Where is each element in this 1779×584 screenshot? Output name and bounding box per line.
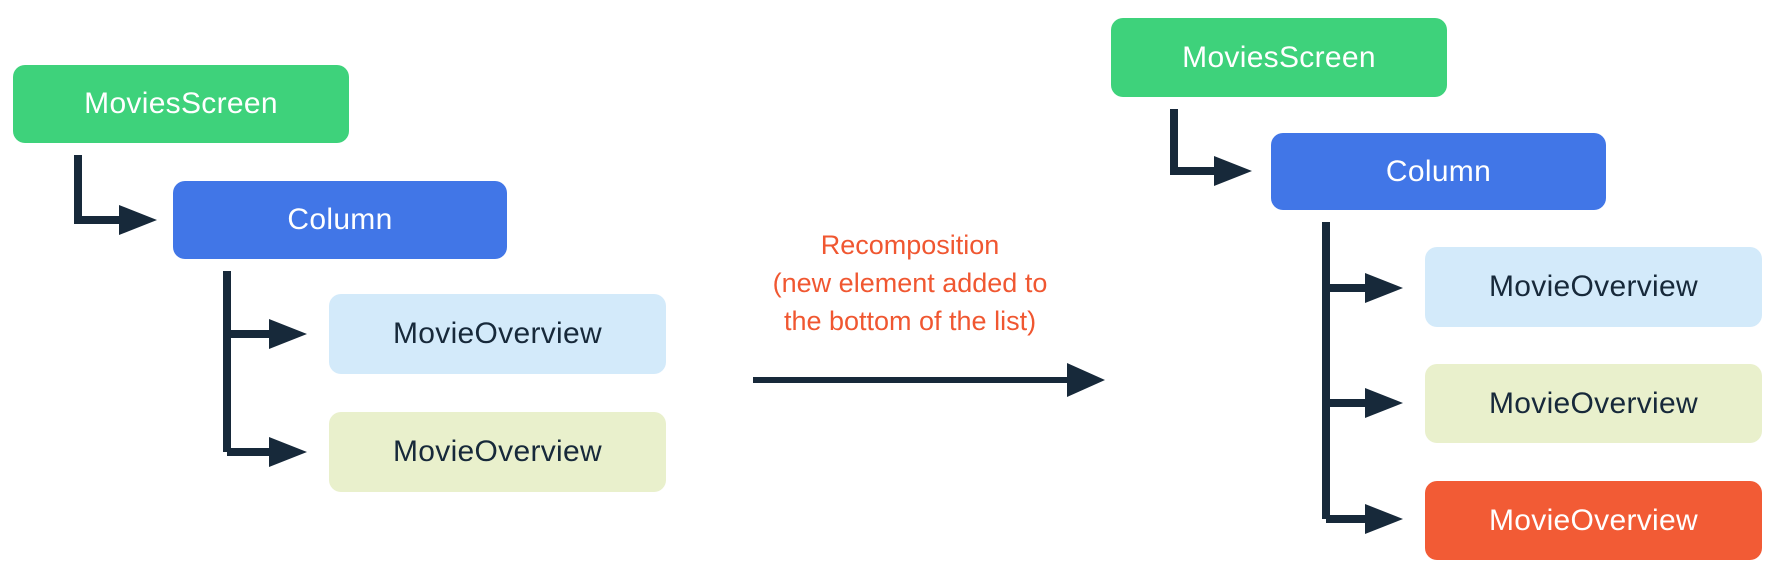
arrowhead-icon [1214,156,1252,186]
node-label: MovieOverview [1489,386,1698,420]
recomposition-arrow [753,363,1105,397]
left-root-to-column-connector [74,155,157,235]
left-column-to-children-connector [223,271,307,467]
right-tree-root-node: MoviesScreen [1111,18,1447,97]
node-label: MovieOverview [393,435,602,468]
right-root-to-column-connector [1170,109,1252,186]
right-column-to-children-connector [1322,222,1403,534]
annotation-line-3: the bottom of the list) [783,306,1037,336]
left-tree-child-node-2: MovieOverview [329,412,666,492]
arrowhead-icon [269,437,307,467]
right-tree-column-node: Column [1271,133,1606,210]
arrowhead-icon [1365,504,1403,534]
right-tree-child-node-3-new: MovieOverview [1425,481,1762,560]
arrowhead-icon [269,319,307,349]
node-label: MovieOverview [1489,503,1698,537]
node-label: Column [287,203,393,236]
left-tree-child-node-1: MovieOverview [329,294,666,374]
node-label: MoviesScreen [1182,40,1376,74]
annotation-line-1: Recomposition [820,230,1000,260]
node-label: MovieOverview [1489,270,1698,303]
arrowhead-icon [1365,273,1403,303]
arrowhead-icon [119,205,157,235]
arrowhead-icon [1067,363,1105,397]
node-label: MoviesScreen [84,87,278,120]
annotation-line-2: (new element added to [772,268,1048,298]
recomposition-annotation: Recomposition (new element added to the … [660,226,1160,340]
arrowhead-icon [1365,388,1403,418]
right-tree-child-node-2: MovieOverview [1425,364,1762,443]
left-tree-root-node: MoviesScreen [13,65,349,143]
left-tree-column-node: Column [173,181,507,259]
node-label: Column [1385,154,1492,188]
node-label: MovieOverview [393,317,602,350]
right-tree-child-node-1: MovieOverview [1425,247,1762,327]
